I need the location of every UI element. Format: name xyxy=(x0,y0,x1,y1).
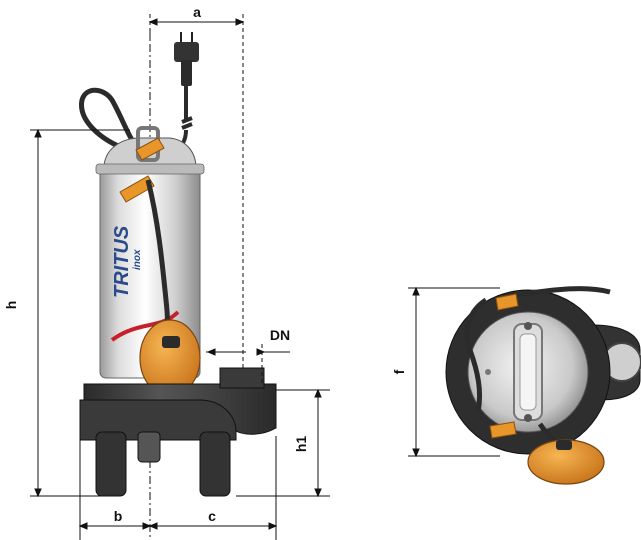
brand-logo: TRITUS inox xyxy=(110,225,180,342)
dimension-dn xyxy=(206,344,290,384)
label-c: c xyxy=(208,508,216,524)
dimension-f xyxy=(408,286,500,458)
dimension-h xyxy=(30,128,130,498)
brand-sub: inox xyxy=(132,249,143,270)
top-clamp-1 xyxy=(495,293,519,311)
cable-clamp-mid xyxy=(119,175,155,203)
bolt-bottom xyxy=(524,414,532,422)
outlet-pipe xyxy=(219,367,265,389)
side-view: a h xyxy=(3,4,330,540)
bolt-top xyxy=(524,322,532,330)
top-cable xyxy=(464,286,611,413)
float-cable-loop xyxy=(79,87,135,153)
plug xyxy=(174,32,199,86)
dimension-h1 xyxy=(236,388,330,498)
foot-left xyxy=(95,431,127,497)
top-view: f xyxy=(391,286,641,485)
label-h1: h1 xyxy=(293,436,309,453)
bolt-left xyxy=(485,369,491,375)
power-cable xyxy=(157,86,193,162)
foot-right xyxy=(199,431,231,497)
label-f: f xyxy=(391,369,407,374)
label-a: a xyxy=(193,4,201,20)
cable-clamp-top xyxy=(135,137,165,161)
label-h: h xyxy=(3,301,19,310)
label-b: b xyxy=(114,508,123,524)
dimension-c xyxy=(148,436,278,540)
label-dn: DN xyxy=(270,327,290,343)
brand-name: TRITUS xyxy=(111,225,133,298)
top-clamp-2 xyxy=(489,421,517,439)
foot-mid xyxy=(137,431,161,463)
dimension-b xyxy=(78,440,152,540)
